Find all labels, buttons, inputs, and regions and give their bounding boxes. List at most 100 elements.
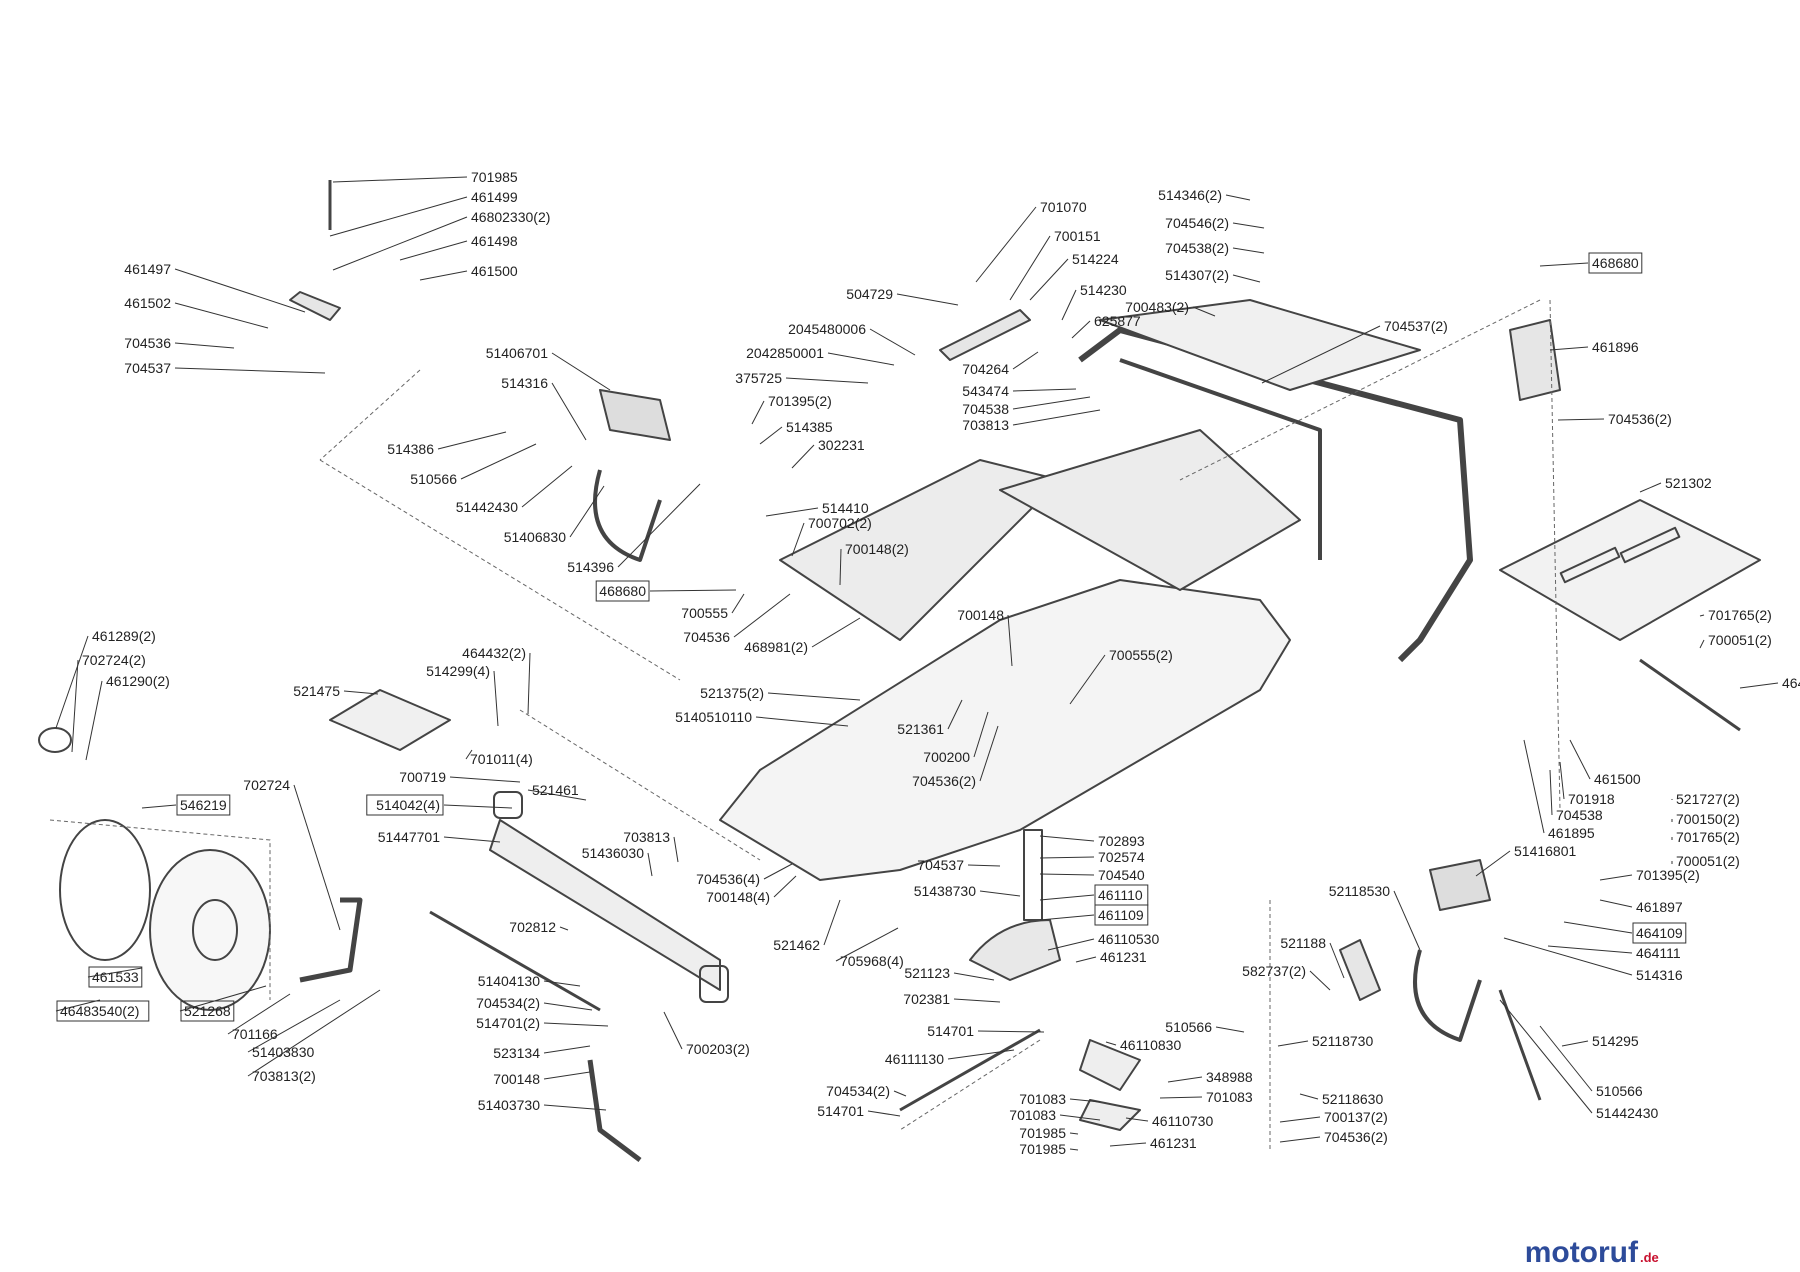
leader-line [1069, 1098, 1101, 1103]
part-number-label: 461498 [471, 233, 518, 249]
part-number-label: 704537 [917, 857, 964, 873]
leader-line [979, 890, 1021, 897]
leader-line [1069, 654, 1106, 705]
part-callout: 302231 [791, 437, 865, 469]
leader-line [1061, 289, 1077, 321]
leader-line [1059, 1114, 1101, 1121]
part-number-label: 514224 [1072, 251, 1119, 267]
part-callout: 46110730 [1125, 1113, 1213, 1129]
part-number-label: 461500 [471, 263, 518, 279]
shift-rod [1639, 658, 1741, 732]
part-callout: 52118530 [1329, 883, 1421, 951]
part-number-label: 702724(2) [82, 652, 146, 668]
part-callout: 514295 [1561, 1033, 1639, 1049]
part-number-label: 582737(2) [1242, 963, 1306, 979]
part-number-label: 514299(4) [426, 663, 490, 679]
leader-line [1225, 194, 1251, 201]
leader-line [293, 784, 341, 931]
part-callout: 461502 [124, 295, 269, 329]
part-callout: 514410 [765, 500, 869, 517]
part-callout: 46111130 [885, 1049, 1015, 1067]
part-number-label: 704536(2) [1324, 1129, 1388, 1145]
leader-line [731, 593, 745, 614]
part-number-label: 701083 [1206, 1089, 1253, 1105]
leader-line [437, 431, 507, 450]
plate-slot-1 [1559, 546, 1621, 584]
leader-line [493, 670, 499, 727]
part-number-label: 514316 [501, 375, 548, 391]
part-number-label: 543474 [962, 383, 1009, 399]
part-callout: 704540 [1039, 867, 1145, 883]
part-number-label: 510566 [1165, 1019, 1212, 1035]
leader-line [521, 465, 573, 508]
part-number-label: 2042850001 [746, 345, 824, 361]
tie-rod-left [429, 910, 601, 1012]
part-number-label: 521361 [897, 721, 944, 737]
part-callout: 523134 [493, 1045, 591, 1061]
part-callout: 51406830 [504, 485, 605, 545]
leader-line [1069, 1132, 1079, 1135]
part-number-label: 702381 [903, 991, 950, 1007]
leader-line [247, 999, 341, 1053]
part-number-label: 704546(2) [1165, 215, 1229, 231]
part-callout: 461497 [124, 261, 306, 313]
leader-line [1279, 1136, 1321, 1143]
leader-line [763, 863, 793, 880]
leader-line [765, 507, 819, 517]
leader-line [174, 268, 306, 313]
part-callout: 521361 [897, 699, 963, 737]
leader-line [85, 680, 103, 761]
part-number-box [1094, 904, 1149, 926]
part-callout: 521375(2) [700, 685, 861, 701]
leader-line [1125, 1117, 1149, 1122]
part-number-label: 702893 [1098, 833, 1145, 849]
brake-lever [939, 309, 1031, 361]
leader-line [1261, 325, 1381, 384]
part-callout: 700151 [1009, 228, 1101, 301]
part-number-label: 514042(4) [376, 797, 440, 813]
part-callout: 703813 [962, 409, 1101, 433]
part-callout: 461897 [1599, 899, 1683, 915]
part-callout: 504729 [846, 286, 959, 306]
leader-line [673, 836, 679, 863]
part-number-label: 46802330(2) [471, 209, 550, 225]
part-callout: 52118730 [1277, 1033, 1373, 1049]
leader-line [973, 711, 989, 758]
assembly-guide-lines [49, 299, 1561, 1150]
part-number-label: 46110830 [1120, 1037, 1181, 1053]
leader-line [1232, 247, 1265, 254]
part-number-label: 700203(2) [686, 1041, 750, 1057]
part-callout: 700719 [399, 769, 521, 785]
part-callout: 468680 [595, 580, 737, 602]
part-number-box [180, 1000, 235, 1022]
part-callout: 700483(2) [1125, 299, 1216, 317]
part-callout: 704536 [683, 593, 791, 645]
leader-line [1299, 1093, 1319, 1100]
part-number-label: 701985 [1019, 1141, 1066, 1157]
part-callout: 461895 [1523, 739, 1595, 841]
part-number-label: 704538 [1556, 807, 1603, 823]
leader-line [1547, 945, 1633, 954]
leader-line [449, 776, 521, 783]
part-number-label: 704536 [683, 629, 730, 645]
leader-line [1393, 890, 1421, 951]
part-number-label: 700137(2) [1324, 1109, 1388, 1125]
part-callout: 514224 [1029, 251, 1119, 301]
part-callout: 702574 [1039, 849, 1145, 865]
spindle-left [299, 897, 363, 983]
leader-line [543, 980, 581, 987]
part-number-label: 700719 [399, 769, 446, 785]
leader-line [975, 206, 1037, 283]
leader-line [443, 804, 513, 809]
watermark: motoruf .de [1525, 1236, 1659, 1269]
pedal-right [1429, 859, 1491, 911]
leader-line [460, 443, 537, 480]
part-callout: 514386 [387, 431, 507, 457]
leader-line [174, 302, 269, 329]
part-callout: 704538 [962, 396, 1091, 417]
part-number-label: 461499 [471, 189, 518, 205]
part-callout: 51404130 [478, 973, 581, 989]
spindle-right [587, 1059, 642, 1162]
part-callout: 514701 [817, 1103, 901, 1119]
leader-line [1309, 970, 1331, 991]
